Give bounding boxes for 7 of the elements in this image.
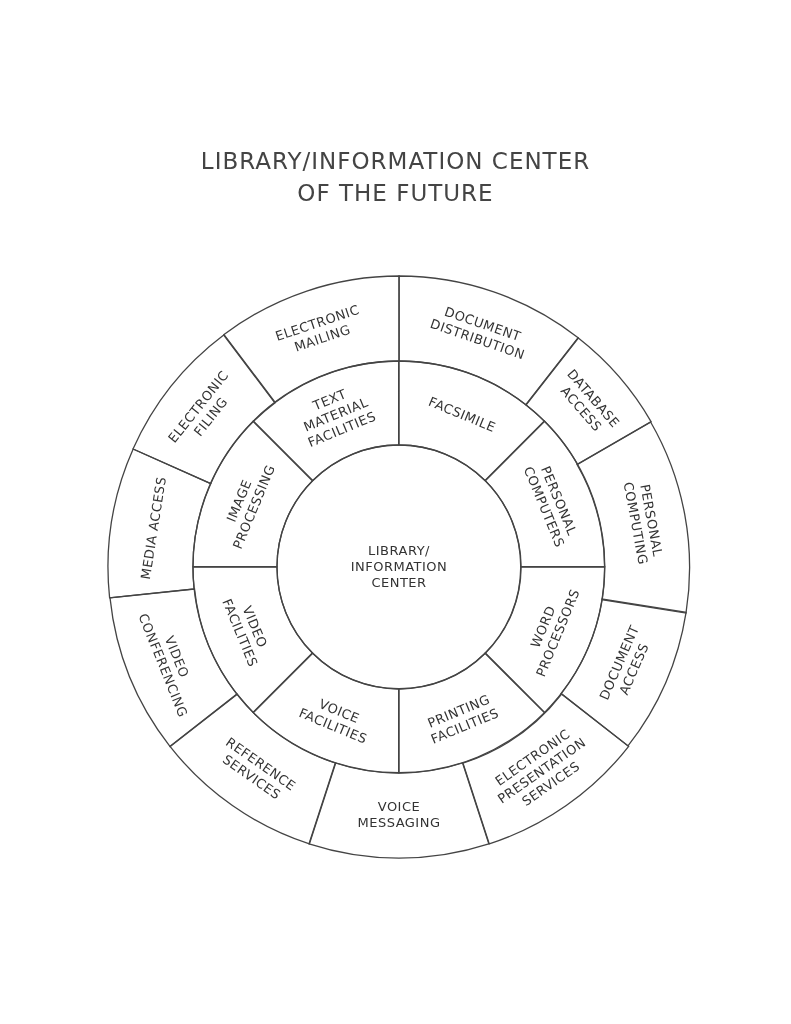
segment-label: MEDIA ACCESS: [137, 475, 170, 582]
outer-ring-segment: [108, 448, 211, 598]
outer-ring-segment: [525, 337, 651, 464]
segment-label: VOICE MESSAGING: [356, 799, 442, 832]
outer-ring-segment: [309, 762, 489, 858]
diagram-title: LIBRARY/INFORMATION CENTER OF THE FUTURE: [199, 147, 592, 208]
segment-label: LIBRARY/ INFORMATION CENTER: [349, 543, 449, 591]
